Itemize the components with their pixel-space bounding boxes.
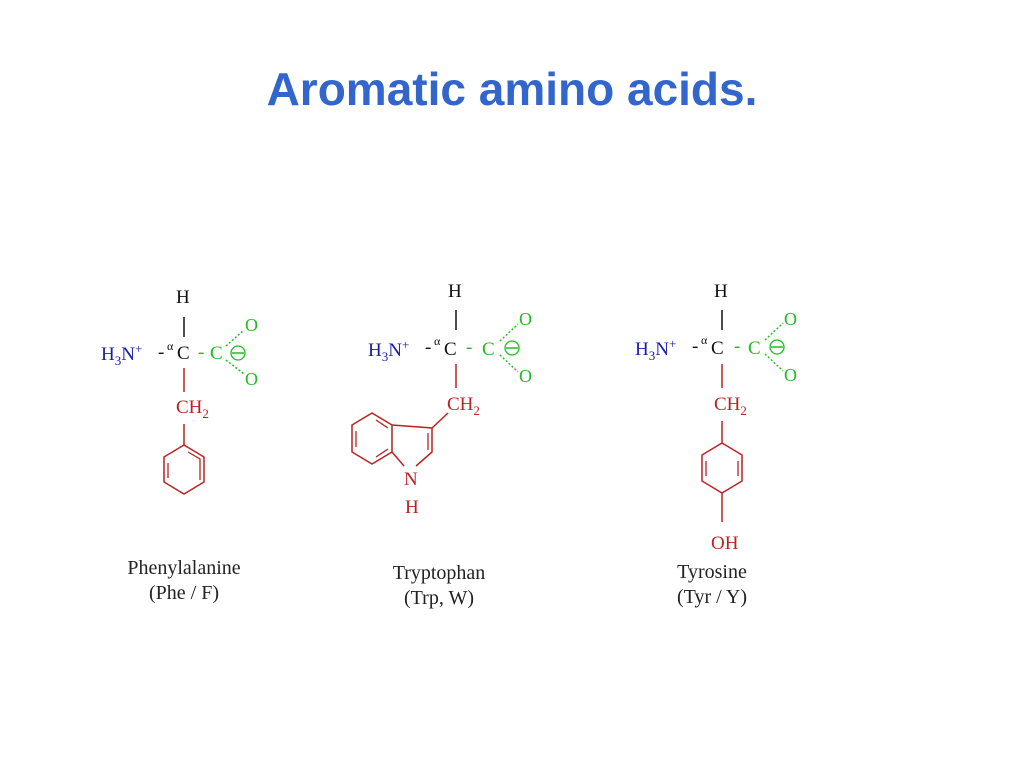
alpha-carbon: C — [444, 339, 457, 360]
alpha-carbon: C — [177, 343, 190, 364]
carboxyl-carbon: C — [748, 338, 761, 359]
alpha-carbon: C — [711, 338, 724, 359]
amino-acid-name: Tyrosine — [677, 561, 747, 583]
tryptophan-structure: H H3N+ - α C - C O O CH2 N H — [351, 281, 532, 518]
bond-dash-carboxyl: - — [734, 336, 740, 357]
phenylalanine-structure: H H3N+ - α C - C O O CH2 — [101, 287, 258, 495]
slide-title: Aromatic amino acids. — [266, 63, 758, 115]
amino-acid-code: (Tyr / Y) — [676, 586, 748, 608]
methylene-group: CH2 — [176, 397, 209, 421]
tyrosine-structure: H H3N+ - α C - C O O CH2 OH — [635, 281, 797, 554]
amino-acid-name: Tryptophan — [392, 562, 486, 584]
oxygen-bottom: O — [519, 366, 532, 386]
alpha-hydrogen: H — [448, 281, 462, 302]
amino-acid-name: Phenylalanine — [127, 557, 241, 579]
bond-dash: - — [158, 342, 164, 363]
amino-group: H3N+ — [368, 337, 409, 364]
amino-group: H3N+ — [101, 341, 142, 368]
amino-acid-code: (Trp, W) — [403, 587, 474, 609]
oxygen-top: O — [519, 309, 532, 329]
tryptophan-caption: Tryptophan (Trp, W) — [364, 561, 514, 611]
carboxyl-carbon: C — [482, 339, 495, 360]
phenylalanine-caption: Phenylalanine (Phe / F) — [104, 556, 264, 606]
oxygen-top: O — [784, 309, 797, 329]
bond-dash: - — [425, 337, 431, 358]
hydroxyl-group: OH — [711, 533, 739, 554]
alpha-symbol: α — [434, 334, 441, 348]
bond-dash-carboxyl: - — [466, 337, 472, 358]
tyrosine-caption: Tyrosine (Tyr / Y) — [650, 560, 774, 610]
amino-group: H3N+ — [635, 336, 676, 363]
indole-hydrogen: H — [405, 497, 419, 518]
alpha-hydrogen: H — [176, 287, 190, 308]
methylene-group: CH2 — [714, 394, 747, 418]
oxygen-bottom: O — [784, 365, 797, 385]
alpha-hydrogen: H — [714, 281, 728, 302]
alpha-symbol: α — [701, 333, 708, 347]
amino-acid-code: (Phe / F) — [149, 582, 219, 604]
bond-dash: - — [692, 336, 698, 357]
bond-dash-carboxyl: - — [198, 342, 204, 363]
oxygen-bottom: O — [245, 369, 258, 389]
alpha-symbol: α — [167, 339, 174, 353]
indole-nitrogen: N — [404, 469, 418, 490]
oxygen-top: O — [245, 315, 258, 335]
carboxyl-carbon: C — [210, 343, 223, 364]
methylene-group: CH2 — [447, 394, 480, 418]
